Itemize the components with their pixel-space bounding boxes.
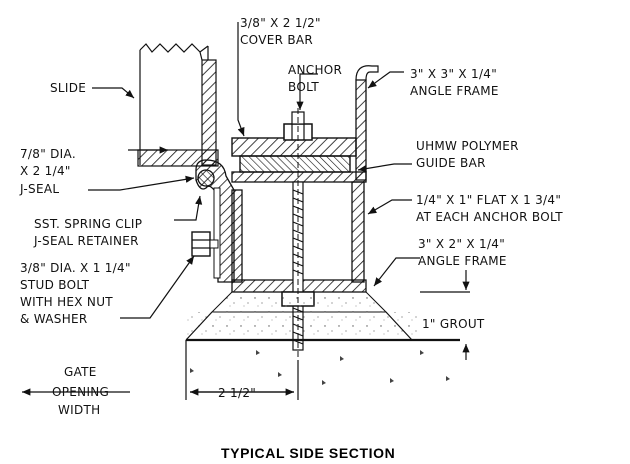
gate-opening-label-3: WIDTH <box>58 403 101 417</box>
slide-plate <box>137 43 219 167</box>
j-seal <box>195 159 235 283</box>
j-seal-label: J-SEAL <box>19 182 59 196</box>
spring-clip-label-1: SST. SPRING CLIP <box>34 217 142 231</box>
leader-lines <box>88 22 420 319</box>
cover-bar-label-2: COVER BAR <box>240 33 313 47</box>
angle-frame-top-label-1: 3" X 3" X 1/4" <box>410 67 497 81</box>
guide-bar <box>239 155 351 173</box>
stud-bolt-label-1: 3/8" DIA. X 1 1/4" <box>20 261 131 275</box>
flat-bar-label-1: 1/4" X 1" FLAT X 1 3/4" <box>416 193 561 207</box>
grout-and-concrete <box>185 291 460 385</box>
angle-frame-bottom-label-2: ANGLE FRAME <box>418 254 507 268</box>
dia-label-1: 7/8" DIA. <box>20 147 76 161</box>
dimension-lines <box>22 270 470 400</box>
slide-label: SLIDE <box>50 81 86 95</box>
dia-label-2: X 2 1/4" <box>20 164 71 178</box>
anchor-bolt-label-1: ANCHOR <box>288 63 342 77</box>
flat-bar-label-2: AT EACH ANCHOR BOLT <box>416 210 563 224</box>
dimension-label: 2 1/2" <box>218 386 256 400</box>
bottom-angle-frame <box>231 181 367 293</box>
angle-frame-bottom-label-1: 3" X 2" X 1/4" <box>418 237 505 251</box>
guide-bar-label-1: UHMW POLYMER <box>416 139 519 153</box>
stud-bolt-label-2: STUD BOLT <box>20 278 90 292</box>
stud-bolt-label-3: WITH HEX NUT <box>20 295 113 309</box>
stud-bolt-label-4: & WASHER <box>20 312 88 326</box>
grout-label: 1" GROUT <box>422 317 485 331</box>
cover-bar-label-1: 3/8" X 2 1/2" <box>240 16 321 30</box>
gate-opening-label-2: OPENING <box>52 385 109 399</box>
spring-clip-label-2: J-SEAL RETAINER <box>33 234 139 248</box>
drawing-title: TYPICAL SIDE SECTION <box>221 445 395 461</box>
guide-bar-label-2: GUIDE BAR <box>416 156 486 170</box>
anchor-bolt-label-2: BOLT <box>288 80 319 94</box>
gate-opening-label-1: GATE <box>64 365 97 379</box>
angle-frame-top-label-2: ANGLE FRAME <box>410 84 499 98</box>
stud-bolt <box>191 231 219 257</box>
